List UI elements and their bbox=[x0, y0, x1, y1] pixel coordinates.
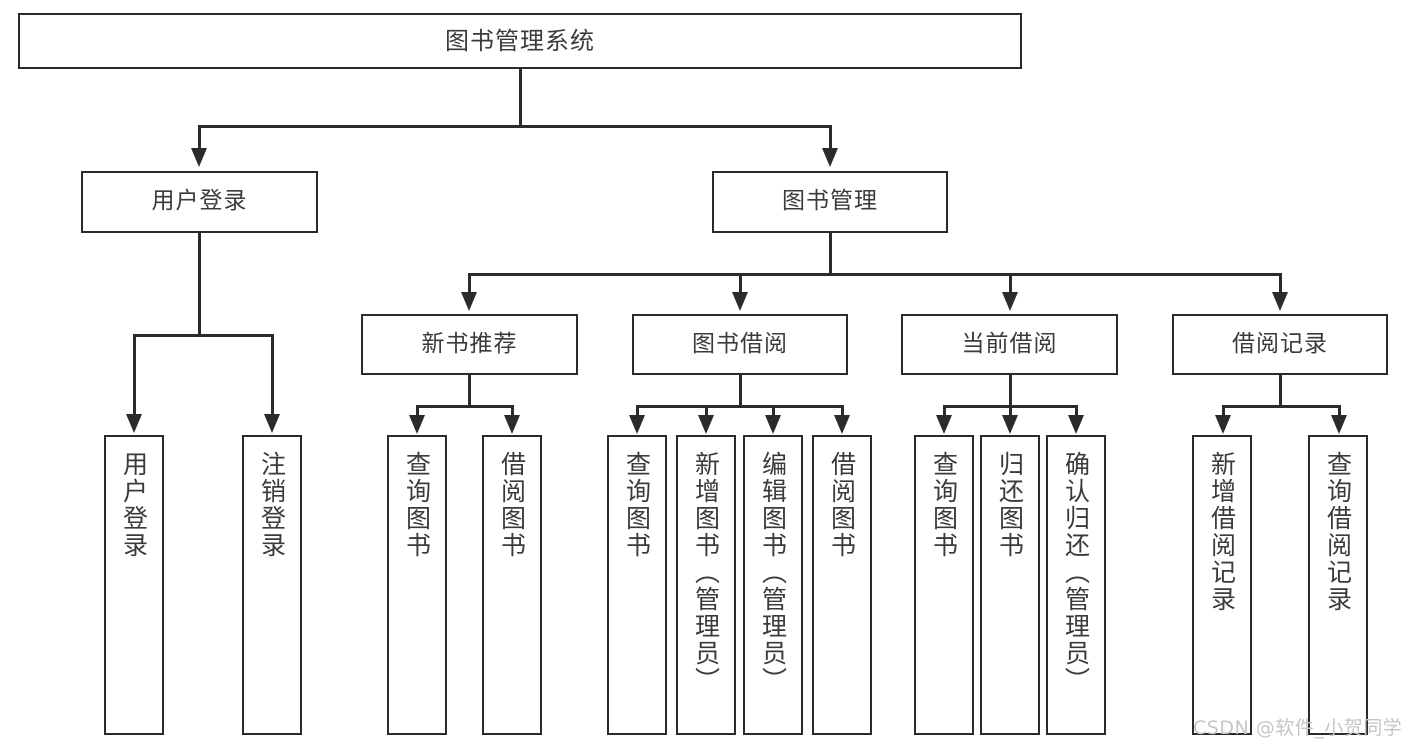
connector-bm-to-current-borrow bbox=[1009, 273, 1012, 295]
leaf-new-book-query-book[interactable]: 查询图书 bbox=[387, 435, 447, 735]
connector-borrow-record-stem bbox=[1279, 375, 1282, 407]
arrow-current-borrow-to-leaf-1 bbox=[936, 415, 952, 434]
connector-book-management-stem bbox=[829, 233, 832, 275]
leaf-label: 查询图书 bbox=[622, 451, 652, 559]
leaf-label: 用户登录 bbox=[119, 451, 149, 559]
leaf-label: 归还图书 bbox=[995, 451, 1025, 559]
leaf-label: 查询图书 bbox=[929, 451, 959, 559]
leaf-user-login-query[interactable]: 用户登录 bbox=[104, 435, 164, 735]
arrow-book-borrow-to-leaf-2 bbox=[698, 415, 714, 434]
connector-book-borrow-to-leaf-2 bbox=[705, 405, 708, 418]
connector-borrow-record-to-leaf-2 bbox=[1338, 405, 1341, 418]
leaf-label: 借阅图书 bbox=[827, 451, 857, 559]
connector-root-bar bbox=[198, 125, 832, 128]
arrow-bm-to-new-book bbox=[461, 292, 477, 311]
connector-new-book-bar bbox=[416, 405, 513, 408]
arrow-new-book-to-leaf-1 bbox=[409, 415, 425, 434]
leaf-label: 查询图书 bbox=[402, 451, 432, 559]
leaf-book-borrow-add-book-admin[interactable]: 新增图书（管理员） bbox=[676, 435, 736, 735]
arrow-bm-to-borrow-record bbox=[1272, 292, 1288, 311]
arrow-current-borrow-to-leaf-2 bbox=[1002, 415, 1018, 434]
arrow-book-borrow-to-leaf-1 bbox=[629, 415, 645, 434]
connector-user-login-stem bbox=[198, 233, 201, 336]
arrow-root-to-user-login bbox=[191, 148, 207, 167]
node-label: 当前借阅 bbox=[961, 330, 1058, 357]
connector-root-stem bbox=[519, 69, 522, 127]
leaf-user-logout[interactable]: 注销登录 bbox=[242, 435, 302, 735]
leaf-label: 确认归还（管理员） bbox=[1061, 451, 1091, 694]
node-book-borrow[interactable]: 图书借阅 bbox=[632, 314, 848, 375]
arrow-book-borrow-to-leaf-4 bbox=[834, 415, 850, 434]
connector-borrow-record-to-leaf-1 bbox=[1222, 405, 1225, 418]
connector-book-borrow-to-leaf-4 bbox=[841, 405, 844, 418]
leaf-borrow-record-add-record[interactable]: 新增借阅记录 bbox=[1192, 435, 1252, 735]
node-borrow-record[interactable]: 借阅记录 bbox=[1172, 314, 1388, 375]
connector-root-to-book-management bbox=[829, 125, 832, 151]
node-current-borrow[interactable]: 当前借阅 bbox=[901, 314, 1118, 375]
node-label: 图书借阅 bbox=[692, 330, 788, 357]
csdn-watermark: CSDN @软件_小贺同学 bbox=[1193, 717, 1403, 739]
arrow-root-to-book-management bbox=[822, 148, 838, 167]
leaf-label: 新增图书（管理员） bbox=[691, 451, 721, 694]
connector-new-book-stem bbox=[468, 375, 471, 407]
connector-book-borrow-bar bbox=[636, 405, 843, 408]
node-user-login[interactable]: 用户登录 bbox=[81, 171, 318, 233]
node-label: 图书管理 bbox=[782, 188, 878, 215]
leaf-current-borrow-confirm-return-admin[interactable]: 确认归还（管理员） bbox=[1046, 435, 1106, 735]
node-label: 借阅记录 bbox=[1232, 330, 1328, 357]
leaf-label: 借阅图书 bbox=[497, 451, 527, 559]
node-root-book-management-system[interactable]: 图书管理系统 bbox=[18, 13, 1022, 69]
connector-bm-to-new-book bbox=[468, 273, 471, 295]
leaf-label: 查询借阅记录 bbox=[1323, 451, 1353, 613]
arrow-new-book-to-leaf-2 bbox=[504, 415, 520, 434]
node-label: 用户登录 bbox=[151, 188, 248, 215]
connector-current-borrow-to-leaf-2 bbox=[1009, 405, 1012, 418]
connector-bm-to-borrow-record bbox=[1279, 273, 1282, 295]
arrow-bm-to-current-borrow bbox=[1002, 292, 1018, 311]
node-label: 新书推荐 bbox=[421, 330, 518, 357]
leaf-new-book-borrow-book[interactable]: 借阅图书 bbox=[482, 435, 542, 735]
node-book-management[interactable]: 图书管理 bbox=[712, 171, 948, 233]
leaf-book-borrow-query-book[interactable]: 查询图书 bbox=[607, 435, 667, 735]
arrow-current-borrow-to-leaf-3 bbox=[1068, 415, 1084, 434]
connector-user-login-bar bbox=[133, 334, 273, 337]
connector-current-borrow-to-leaf-1 bbox=[943, 405, 946, 418]
arrow-user-login-to-leaf-1 bbox=[126, 414, 142, 433]
connector-root-to-user-login bbox=[198, 125, 201, 151]
leaf-label: 注销登录 bbox=[257, 451, 287, 559]
arrow-user-login-to-leaf-2 bbox=[264, 414, 280, 433]
leaf-current-borrow-return-book[interactable]: 归还图书 bbox=[980, 435, 1040, 735]
arrow-borrow-record-to-leaf-1 bbox=[1215, 415, 1231, 434]
leaf-label: 新增借阅记录 bbox=[1207, 451, 1237, 613]
connector-book-borrow-stem bbox=[739, 375, 742, 407]
connector-bm-to-book-borrow bbox=[739, 273, 742, 295]
connector-new-book-to-leaf-2 bbox=[511, 405, 514, 418]
leaf-book-borrow-edit-book-admin[interactable]: 编辑图书（管理员） bbox=[743, 435, 803, 735]
connector-current-borrow-stem bbox=[1009, 375, 1012, 407]
connector-user-login-to-leaf-2 bbox=[271, 334, 274, 416]
connector-current-borrow-to-leaf-3 bbox=[1075, 405, 1078, 418]
arrow-borrow-record-to-leaf-2 bbox=[1331, 415, 1347, 434]
connector-book-borrow-to-leaf-3 bbox=[772, 405, 775, 418]
leaf-current-borrow-query-book[interactable]: 查询图书 bbox=[914, 435, 974, 735]
connector-user-login-to-leaf-1 bbox=[133, 334, 136, 416]
node-label: 图书管理系统 bbox=[445, 26, 595, 55]
arrow-book-borrow-to-leaf-3 bbox=[765, 415, 781, 434]
connector-book-borrow-to-leaf-1 bbox=[636, 405, 639, 418]
leaf-borrow-record-query-record[interactable]: 查询借阅记录 bbox=[1308, 435, 1368, 735]
leaf-label: 编辑图书（管理员） bbox=[758, 451, 788, 694]
node-new-book-recommend[interactable]: 新书推荐 bbox=[361, 314, 578, 375]
leaf-book-borrow-borrow-book[interactable]: 借阅图书 bbox=[812, 435, 872, 735]
connector-new-book-to-leaf-1 bbox=[416, 405, 419, 418]
connector-book-management-bar bbox=[468, 273, 1281, 276]
connector-borrow-record-bar bbox=[1222, 405, 1340, 408]
arrow-bm-to-book-borrow bbox=[732, 292, 748, 311]
